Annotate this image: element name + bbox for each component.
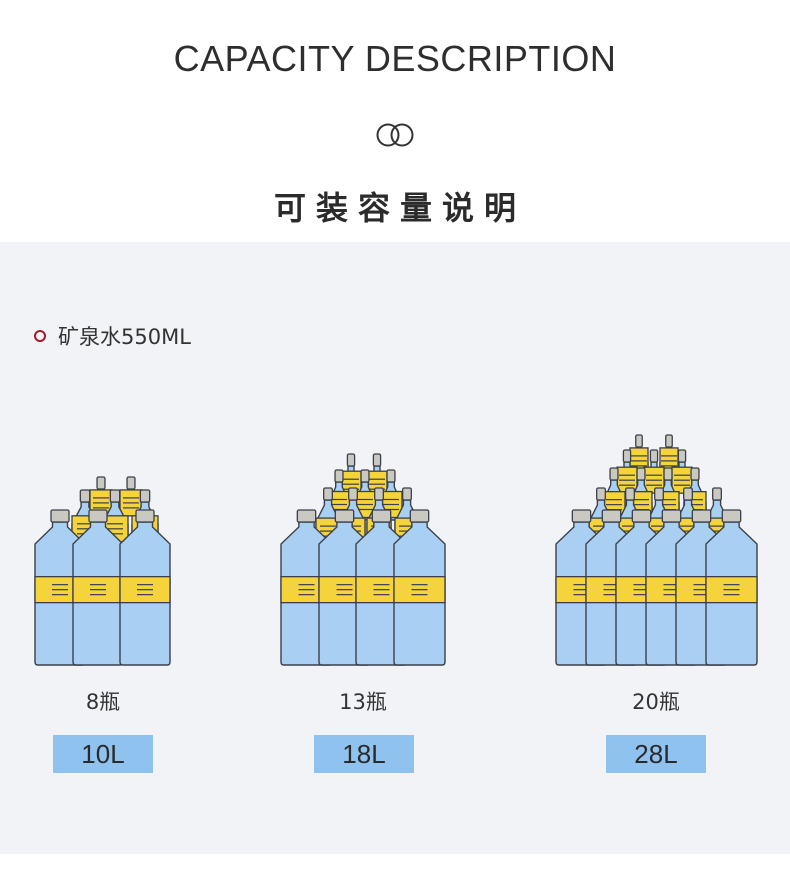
water-bottle-icon [705,509,758,666]
page-title-cn: 可装容量说明 [273,189,526,227]
bottle-group-1 [34,476,171,666]
group-3-volume-badge: 28L [606,735,706,773]
water-bottle-icon [119,509,171,666]
bottle-group-2 [280,453,446,666]
water-bottle-icon [393,509,446,666]
bottle-illustrations [34,434,758,666]
group-1-count: 8瓶 [85,690,121,714]
unit-label: 矿泉水550ML [58,325,191,349]
double-ring-icon [376,123,414,147]
group-2-volume-badge: 18L [314,735,414,773]
unit-legend: 矿泉水550ML [34,321,191,351]
group-2-count: 13瓶 [339,690,387,714]
group-3-count: 20瓶 [632,690,680,714]
bottle-group-3 [555,434,758,666]
water-bottle-icon [671,449,693,494]
page-title-en: CAPACITY DESCRIPTION [173,38,617,79]
circle-bullet-icon [34,330,46,342]
group-1-volume-badge: 10L [53,735,153,773]
